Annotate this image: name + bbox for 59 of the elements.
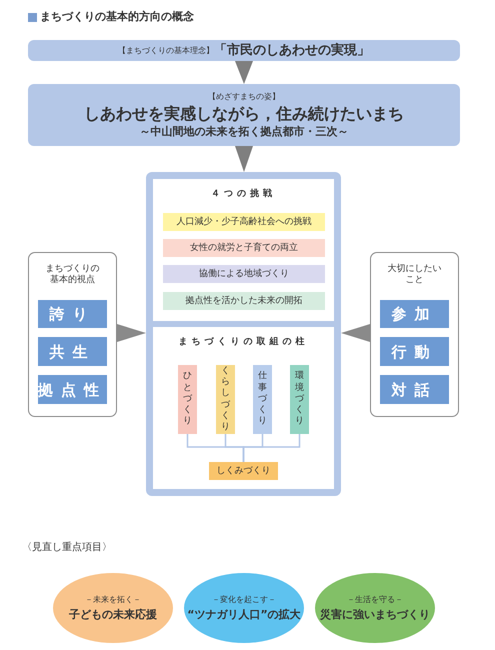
banner-box bbox=[28, 84, 460, 146]
box-label: 誇り bbox=[50, 305, 96, 323]
system-box bbox=[209, 462, 278, 480]
pillar-box bbox=[253, 365, 272, 434]
keyword-box bbox=[38, 375, 107, 404]
challenge-bar bbox=[163, 265, 325, 283]
keyword-box bbox=[380, 337, 449, 366]
box-caption: 【めざすまちの姿】 bbox=[208, 92, 280, 102]
panel-heading: まちづくりの基本的視点 bbox=[44, 264, 100, 286]
pillar-box bbox=[178, 365, 197, 434]
arrow bbox=[235, 146, 253, 172]
ellipse-caption: －変化を起こす－ bbox=[212, 595, 276, 605]
box-caption: 【まちづくりの基本理念】 bbox=[118, 46, 214, 56]
ellipse-heading: “ツナガリ人口”の拡大 bbox=[187, 608, 301, 621]
box-label: 仕事づくり bbox=[258, 371, 267, 428]
pillar-box bbox=[216, 365, 235, 434]
title: まちづくりの基本的方向の概念 bbox=[40, 9, 194, 24]
subtitle: ～中山間地の未来を拓く拠点都市・三次～ bbox=[140, 125, 348, 138]
challenge-bar bbox=[163, 213, 325, 231]
keyword-box bbox=[38, 300, 107, 328]
ellipse-caption: －生活を守る－ bbox=[347, 595, 403, 605]
section-panel bbox=[153, 179, 334, 321]
challenge-bar bbox=[163, 292, 325, 310]
viewpoint-panel bbox=[370, 252, 459, 417]
viewpoint-panel bbox=[28, 252, 117, 417]
box-label: 参加 bbox=[392, 305, 438, 323]
arrow bbox=[341, 324, 370, 342]
section-heading: まちづくりの取組の柱 bbox=[178, 337, 308, 348]
keyword-box bbox=[380, 375, 449, 404]
connector-line bbox=[242, 434, 300, 462]
box-label: しくみづくり bbox=[216, 466, 270, 476]
banner-box bbox=[28, 40, 460, 61]
ellipse-heading: 災害に強いまちづくり bbox=[320, 608, 430, 621]
section-heading: ４つの挑戦 bbox=[211, 189, 276, 200]
ellipse-caption: －未来を拓く－ bbox=[85, 595, 141, 605]
box-label: 協働による地域づくり bbox=[199, 268, 289, 280]
box-label: 女性の就労と子育ての両立 bbox=[190, 242, 298, 254]
box-label: 拠点性を活かした未来の開拓 bbox=[186, 296, 302, 306]
section-panel bbox=[153, 327, 334, 489]
box-heading: 「市民のしあわせの実現」 bbox=[214, 42, 370, 58]
keyword-box bbox=[38, 337, 107, 366]
challenge-bar bbox=[163, 239, 325, 257]
arrow bbox=[117, 324, 146, 342]
panel-heading: 大切にしたいこと bbox=[386, 264, 442, 286]
box-label: ひとづくり bbox=[183, 371, 192, 428]
arrow bbox=[235, 61, 253, 84]
center-frame bbox=[146, 172, 341, 496]
pillar-box bbox=[290, 365, 309, 434]
box-label: 行動 bbox=[392, 342, 438, 360]
box-label: 拠点性 bbox=[38, 380, 107, 398]
box-label: くらしづくり bbox=[221, 366, 230, 434]
box-label: 対話 bbox=[392, 380, 438, 398]
keyword-box bbox=[380, 300, 449, 328]
ellipse-heading: 子どもの未来応援 bbox=[69, 608, 157, 621]
section-heading: 〈見直し重点項目〉 bbox=[22, 540, 112, 554]
box-heading: しあわせを実感しながら，住み続けたいまち bbox=[84, 104, 404, 124]
box-label: 人口減少・少子高齢社会への挑戦 bbox=[176, 216, 312, 228]
box-label: 共生 bbox=[50, 342, 96, 360]
box-label: 環境づくり bbox=[295, 371, 304, 428]
